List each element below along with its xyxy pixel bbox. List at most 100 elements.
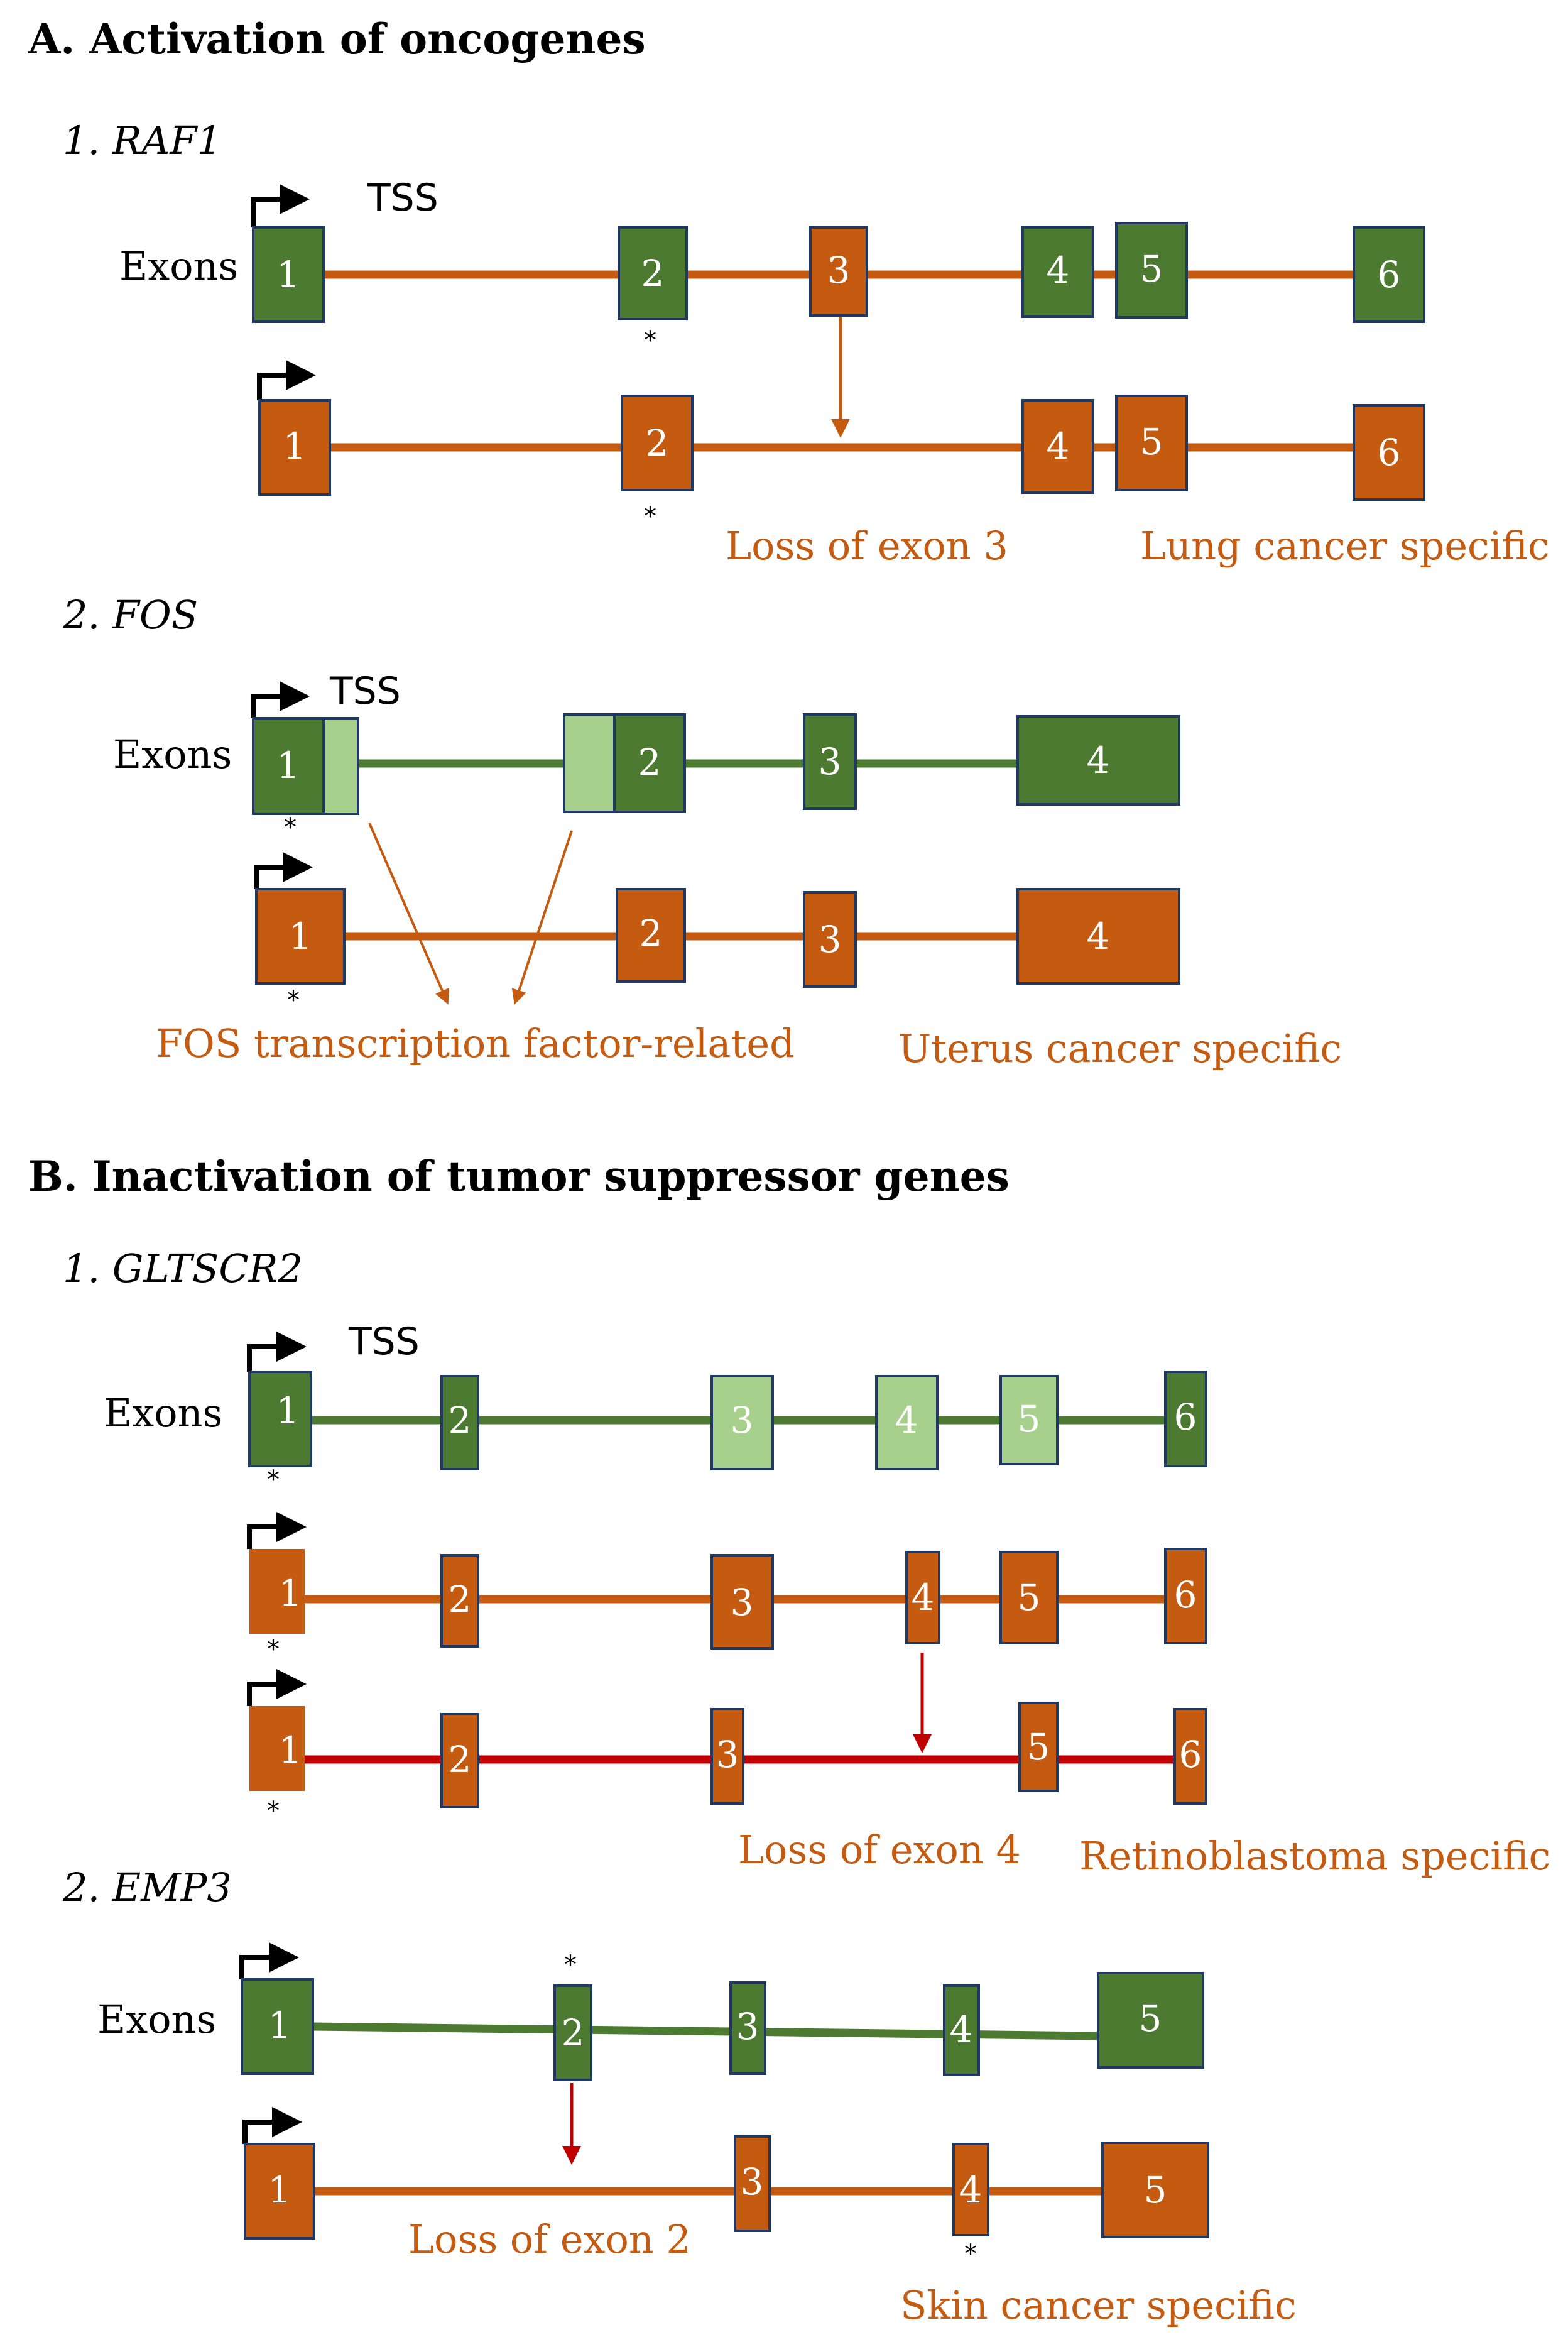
exon-3 [803, 891, 857, 988]
exon-4 [1016, 888, 1180, 985]
exon-number: 4 [912, 1576, 935, 1619]
exons-label-raf1: Exons [119, 243, 238, 289]
exon-5 [1115, 222, 1188, 319]
exon-4 [905, 1551, 940, 1644]
tss-arrow-icon [257, 360, 316, 400]
tss-arrow-icon [251, 681, 310, 718]
marker-star: * [564, 1951, 577, 1979]
intron-line [312, 2022, 1099, 2040]
exon-3 [809, 226, 868, 317]
exon-4 [943, 1984, 980, 2076]
exon-number: 2 [449, 1738, 472, 1781]
marker-star: * [267, 1465, 280, 1494]
exon-number: 4 [1087, 739, 1110, 782]
exon-1 [249, 1549, 305, 1634]
marker-star: * [644, 326, 656, 355]
exon-6 [1164, 1548, 1207, 1644]
transcript-fos-variant: 1 * 2 3 4 [254, 852, 1180, 1015]
gene-title-fos: 2. FOS [62, 592, 198, 638]
annotation-gltscr2-loss: Loss of exon 4 [738, 1827, 1021, 1873]
exon-2 [553, 1984, 592, 2081]
related-arrow-fos-1 [368, 823, 450, 1005]
exon-2 [616, 888, 686, 983]
exon-number: 1 [279, 1729, 302, 1771]
transcript-raf1-variant: 1 2 * 4 5 6 [257, 360, 1425, 531]
exon-2 [440, 1375, 479, 1470]
transcript-gltscr2-variant-1: 1 * 2 3 4 5 6 [247, 1512, 1207, 1664]
related-arrow-fos-2 [511, 830, 573, 1005]
annotation-gltscr2-specific: Retinoblastoma specific [1079, 1833, 1550, 1879]
exon-number: 5 [1140, 248, 1163, 290]
tss-label-raf1: TSS [367, 176, 438, 220]
exon-5 [999, 1375, 1059, 1465]
exon-number: 3 [827, 249, 851, 292]
marker-star: * [644, 502, 656, 531]
annotation-raf1-loss: Loss of exon 3 [726, 523, 1008, 569]
exon-1 [241, 1978, 314, 2075]
exon-4 [952, 2143, 989, 2236]
exon-number: 6 [1378, 253, 1401, 296]
exon-number: 1 [268, 2004, 291, 2047]
gene-title-gltscr2: 1. GLTSCR2 [63, 1245, 303, 1291]
exon-1 [248, 1371, 312, 1467]
exon-1 [249, 1706, 305, 1791]
exon-number: 2 [640, 912, 663, 955]
exon-4 [1016, 715, 1180, 806]
exon-3 [734, 2135, 771, 2232]
transcript-gltscr2-variant-2: 1 * 2 3 5 6 [247, 1669, 1207, 1825]
marker-star: * [267, 1635, 280, 1664]
exon-number: 1 [277, 744, 300, 787]
exon-6 [1173, 1708, 1207, 1805]
exon-4 [875, 1375, 939, 1470]
exons-label-emp3: Exons [97, 1996, 216, 2042]
exon-5 [1097, 1972, 1204, 2069]
exon-number: 2 [449, 1399, 472, 1442]
exon-3 [710, 1375, 774, 1470]
exon-number: 6 [1174, 1396, 1197, 1438]
gene-title-raf1: 1. RAF1 [63, 118, 222, 163]
annotation-emp3-loss: Loss of exon 2 [408, 2216, 691, 2262]
annotation-emp3-specific: Skin cancer specific [900, 2282, 1297, 2328]
exon-number: 1 [283, 425, 307, 468]
gene-title-emp3: 2. EMP3 [62, 1864, 232, 1910]
exon-number: 3 [716, 1733, 739, 1776]
marker-star: * [267, 1797, 280, 1825]
exon-number: 6 [1378, 431, 1401, 474]
exon-number: 5 [1018, 1398, 1041, 1440]
exon-1 [258, 399, 331, 496]
exon-5 [1101, 2142, 1209, 2238]
tss-arrow-icon [247, 1512, 307, 1549]
exon-2 [440, 1554, 479, 1648]
exon-number: 3 [819, 740, 842, 783]
exon-2 [621, 395, 694, 491]
exon-number: 4 [950, 2008, 973, 2051]
exon-number: 4 [1047, 249, 1070, 292]
exon-number: 3 [819, 918, 842, 961]
exon-2 [440, 1713, 479, 1808]
annotation-fos-specific: Uterus cancer specific [898, 1026, 1342, 1071]
exon-1 [244, 2143, 315, 2240]
exon-number: 1 [279, 1572, 302, 1614]
tss-arrow-icon [247, 1332, 307, 1372]
exon-number: 2 [641, 252, 665, 295]
section-b-title: B. Inactivation of tumor suppressor gene… [28, 1152, 1010, 1201]
tss-arrow-icon [247, 1669, 307, 1706]
marker-star: * [964, 2240, 977, 2268]
exon-3 [729, 1981, 766, 2075]
tss-arrow-icon [242, 2107, 302, 2144]
tss-arrow-icon [239, 1942, 299, 1979]
exon-number: 5 [1144, 2169, 1167, 2211]
exon-number: 1 [268, 2169, 291, 2211]
tss-arrow-icon [254, 852, 313, 889]
exon-3 [710, 1708, 744, 1805]
exon-2 [618, 226, 688, 320]
exon-number: 3 [731, 1581, 754, 1624]
exon-number: 2 [562, 2011, 585, 2054]
marker-star: * [284, 813, 297, 842]
transcript-emp3-normal: 1 * 2 3 4 5 [239, 1942, 1204, 2081]
transcript-gltscr2-normal: 1 * 2 3 4 5 6 [247, 1332, 1207, 1494]
exon-number: 6 [1174, 1573, 1197, 1616]
transcript-raf1-normal: 1 2 * 3 4 5 6 [251, 184, 1425, 355]
tss-arrow-icon [251, 184, 310, 227]
